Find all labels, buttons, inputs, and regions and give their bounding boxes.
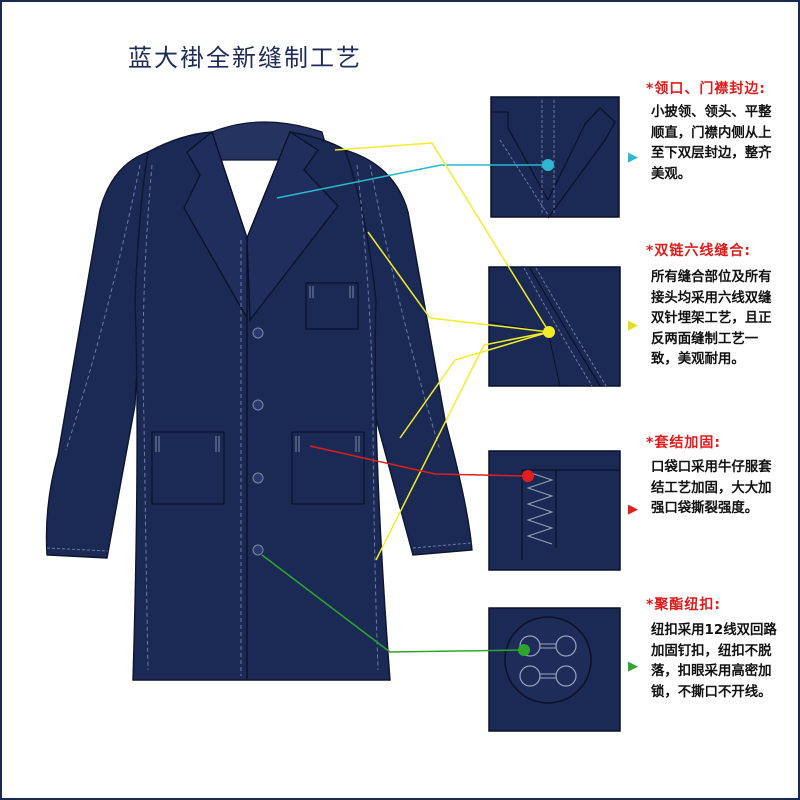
callout-bartack-dot — [522, 470, 534, 482]
callout-collar-dot — [542, 159, 554, 171]
button-1 — [252, 327, 264, 339]
left-side-seam-stitch — [142, 164, 153, 671]
lab-coat-illustration — [45, 121, 473, 681]
arrow-collar-icon: ▶ — [628, 150, 638, 165]
button-4 — [252, 544, 264, 556]
callout-bartack — [309, 445, 534, 482]
right-pocket-bartacks — [295, 436, 360, 452]
detail-title-bartack: *套结加固: — [646, 435, 721, 451]
detail-box-collar — [490, 96, 620, 219]
chest-pocket — [305, 282, 359, 330]
callout-collar — [276, 159, 554, 199]
right-lower-pocket — [291, 431, 365, 505]
callout-seams — [334, 142, 555, 561]
button-3 — [252, 472, 264, 484]
callout-button — [261, 554, 530, 656]
right-side-seam-stitch — [356, 164, 379, 671]
left-lower-pocket — [151, 431, 225, 505]
detail-title-button: *聚酯纽扣: — [646, 597, 721, 613]
arrow-button-icon: ▶ — [628, 659, 638, 674]
page-title: 蓝大褂全新缝制工艺 — [128, 44, 362, 72]
right-sleeve — [344, 149, 473, 556]
detail-body-collar: 小披领、领头、平整顺直，门襟内侧从上至下双层封边，整齐美观。 — [651, 105, 772, 182]
detail-title-collar: *领口、门襟封边: — [646, 81, 766, 97]
detail-box-bartack — [488, 450, 621, 571]
detail-body-button: 纽扣采用12线双回路加固钉扣，纽扣不脱落，扣眼采用高密加锁，不撕口不开线。 — [651, 623, 777, 700]
detail-box-seams — [488, 266, 621, 387]
chest-pocket-bartacks — [309, 286, 354, 298]
callout-seams-dot — [543, 326, 555, 338]
detail-box-button — [488, 607, 621, 732]
left-pocket-bartacks — [155, 436, 220, 452]
detail-body-bartack: 口袋口采用牛仔服套结工艺加固，大大加强口袋撕裂强度。 — [651, 460, 772, 516]
detail-body-seams: 所有缝合部位及所有接头均采用六线双缝双针埋架工艺，且正反两面缝制工艺一致，美观耐… — [651, 270, 772, 367]
left-cuff-stitch — [46, 547, 109, 552]
left-sleeve — [45, 150, 149, 559]
detail-title-seams: *双链六线缝合: — [646, 243, 751, 259]
callout-button-dot — [518, 644, 530, 656]
button-2 — [252, 399, 264, 411]
arrow-seams-icon: ▶ — [628, 318, 638, 333]
right-lapel — [246, 131, 339, 322]
arrow-bartack-icon: ▶ — [628, 502, 638, 517]
